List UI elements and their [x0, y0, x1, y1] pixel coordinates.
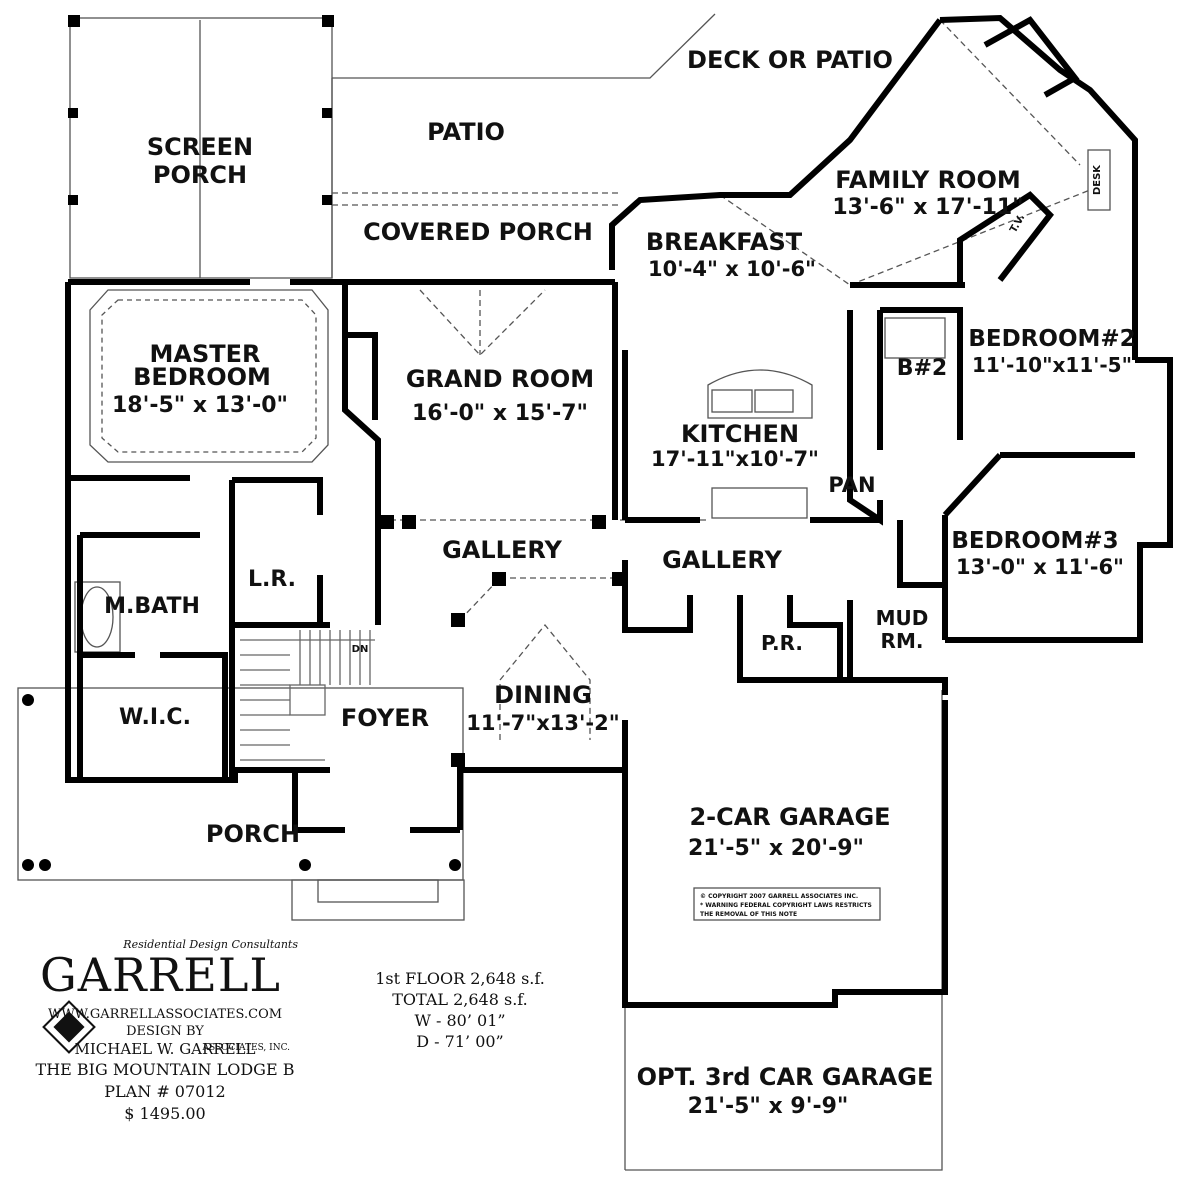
brand-website: WWW.GARRELLASSOCIATES.COM — [47, 1007, 283, 1022]
walls — [65, 14, 1173, 1008]
desk-label: DESK — [1092, 164, 1103, 195]
breakfast-name: BREAKFAST — [646, 228, 803, 256]
pantry-label: PAN — [828, 473, 875, 497]
bedroom2-name: BEDROOM#2 — [968, 326, 1135, 352]
stat-first-floor: 1st FLOOR 2,648 s.f. — [375, 969, 545, 988]
copyright-line-2: * WARNING FEDERAL COPYRIGHT LAWS RESTRIC… — [700, 902, 872, 909]
kitchen-size: 17'-11"x10'-7" — [651, 447, 819, 471]
garage-size: 21'-5" x 20'-9" — [688, 836, 864, 861]
family-room-size: 13'-6" x 17'-11" — [832, 195, 1023, 220]
stat-total: TOTAL 2,648 s.f. — [392, 990, 528, 1009]
porch-label: PORCH — [206, 820, 300, 848]
copyright-line-3: THE REMOVAL OF THIS NOTE — [700, 911, 797, 918]
plan-name: THE BIG MOUNTAIN LODGE B — [35, 1060, 295, 1079]
garrell-logo-block: Residential Design Consultants GARRELL A… — [40, 938, 310, 1054]
covered-porch-label: COVERED PORCH — [363, 218, 593, 246]
grand-room-name: GRAND ROOM — [406, 365, 594, 393]
opt-garage-name: OPT. 3rd CAR GARAGE — [637, 1063, 934, 1091]
bath2-label: B#2 — [897, 356, 948, 381]
master-bath-label: M.BATH — [104, 594, 200, 619]
brand-logo-text: GARRELL — [40, 948, 281, 1002]
brand-assoc: ASSOCIATES, INC. — [202, 1043, 291, 1053]
gallery-left-label: GALLERY — [442, 536, 562, 564]
gallery-right-label: GALLERY — [662, 546, 782, 574]
mud-room-label-2: RM. — [881, 629, 924, 653]
wic-label: W.I.C. — [119, 705, 191, 730]
brand-info: WWW.GARRELLASSOCIATES.COM DESIGN BY MICH… — [20, 1006, 310, 1125]
brand-design-by: DESIGN BY — [126, 1024, 204, 1039]
grand-room-size: 16'-0" x 15'-7" — [412, 401, 588, 426]
dining-size: 11'-7"x13'-2" — [466, 711, 619, 735]
dining-name: DINING — [494, 681, 592, 709]
powder-room-label: P.R. — [761, 631, 803, 655]
garage-name: 2-CAR GARAGE — [689, 803, 890, 831]
brand-designer: MICHAEL W. GARRELL — [74, 1040, 256, 1058]
kitchen-name: KITCHEN — [681, 420, 799, 448]
family-room-name: FAMILY ROOM — [835, 166, 1020, 194]
stat-depth: D - 71’ 00” — [416, 1032, 504, 1051]
master-bedroom-label-2: BEDROOM — [133, 363, 271, 391]
brand-logo: GARRELL — [40, 948, 310, 1054]
stat-width: W - 80’ 01” — [414, 1011, 506, 1030]
plan-stats: 1st FLOOR 2,648 s.f. TOTAL 2,648 s.f. W … — [350, 968, 570, 1052]
columns — [22, 15, 626, 871]
mud-room-label-1: MUD — [876, 606, 929, 630]
foyer-label: FOYER — [341, 704, 429, 732]
plan-number: PLAN # 07012 — [104, 1082, 226, 1101]
bedroom3-name: BEDROOM#3 — [951, 528, 1118, 554]
plan-price: $ 1495.00 — [124, 1104, 206, 1123]
breakfast-size: 10'-4" x 10'-6" — [648, 257, 816, 281]
deck-or-patio-label: DECK OR PATIO — [687, 46, 893, 74]
brand-tagline: Residential Design Consultants — [123, 938, 298, 951]
copyright-line-1: © COPYRIGHT 2007 GARRELL ASSOCIATES INC. — [700, 893, 858, 900]
master-bedroom-size: 18'-5" x 13'-0" — [112, 393, 288, 418]
room-labels: DECK OR PATIO SCREEN PORCH PATIO COVERED… — [104, 46, 1136, 1119]
master-bedroom-label-1: MASTER — [150, 340, 261, 368]
patio-label: PATIO — [427, 118, 505, 146]
screen-porch-label-2: PORCH — [153, 161, 247, 189]
bedroom3-size: 13'-0" x 11'-6" — [956, 555, 1124, 579]
copyright-note: © COPYRIGHT 2007 GARRELL ASSOCIATES INC.… — [700, 893, 872, 918]
opt-garage-size: 21'-5" x 9'-9" — [688, 1094, 849, 1119]
screen-porch-label-1: SCREEN — [147, 133, 253, 161]
stair-down-label: DN — [352, 644, 369, 655]
bedroom2-size: 11'-10"x11'-5" — [972, 353, 1132, 377]
laundry-label: L.R. — [248, 567, 296, 592]
